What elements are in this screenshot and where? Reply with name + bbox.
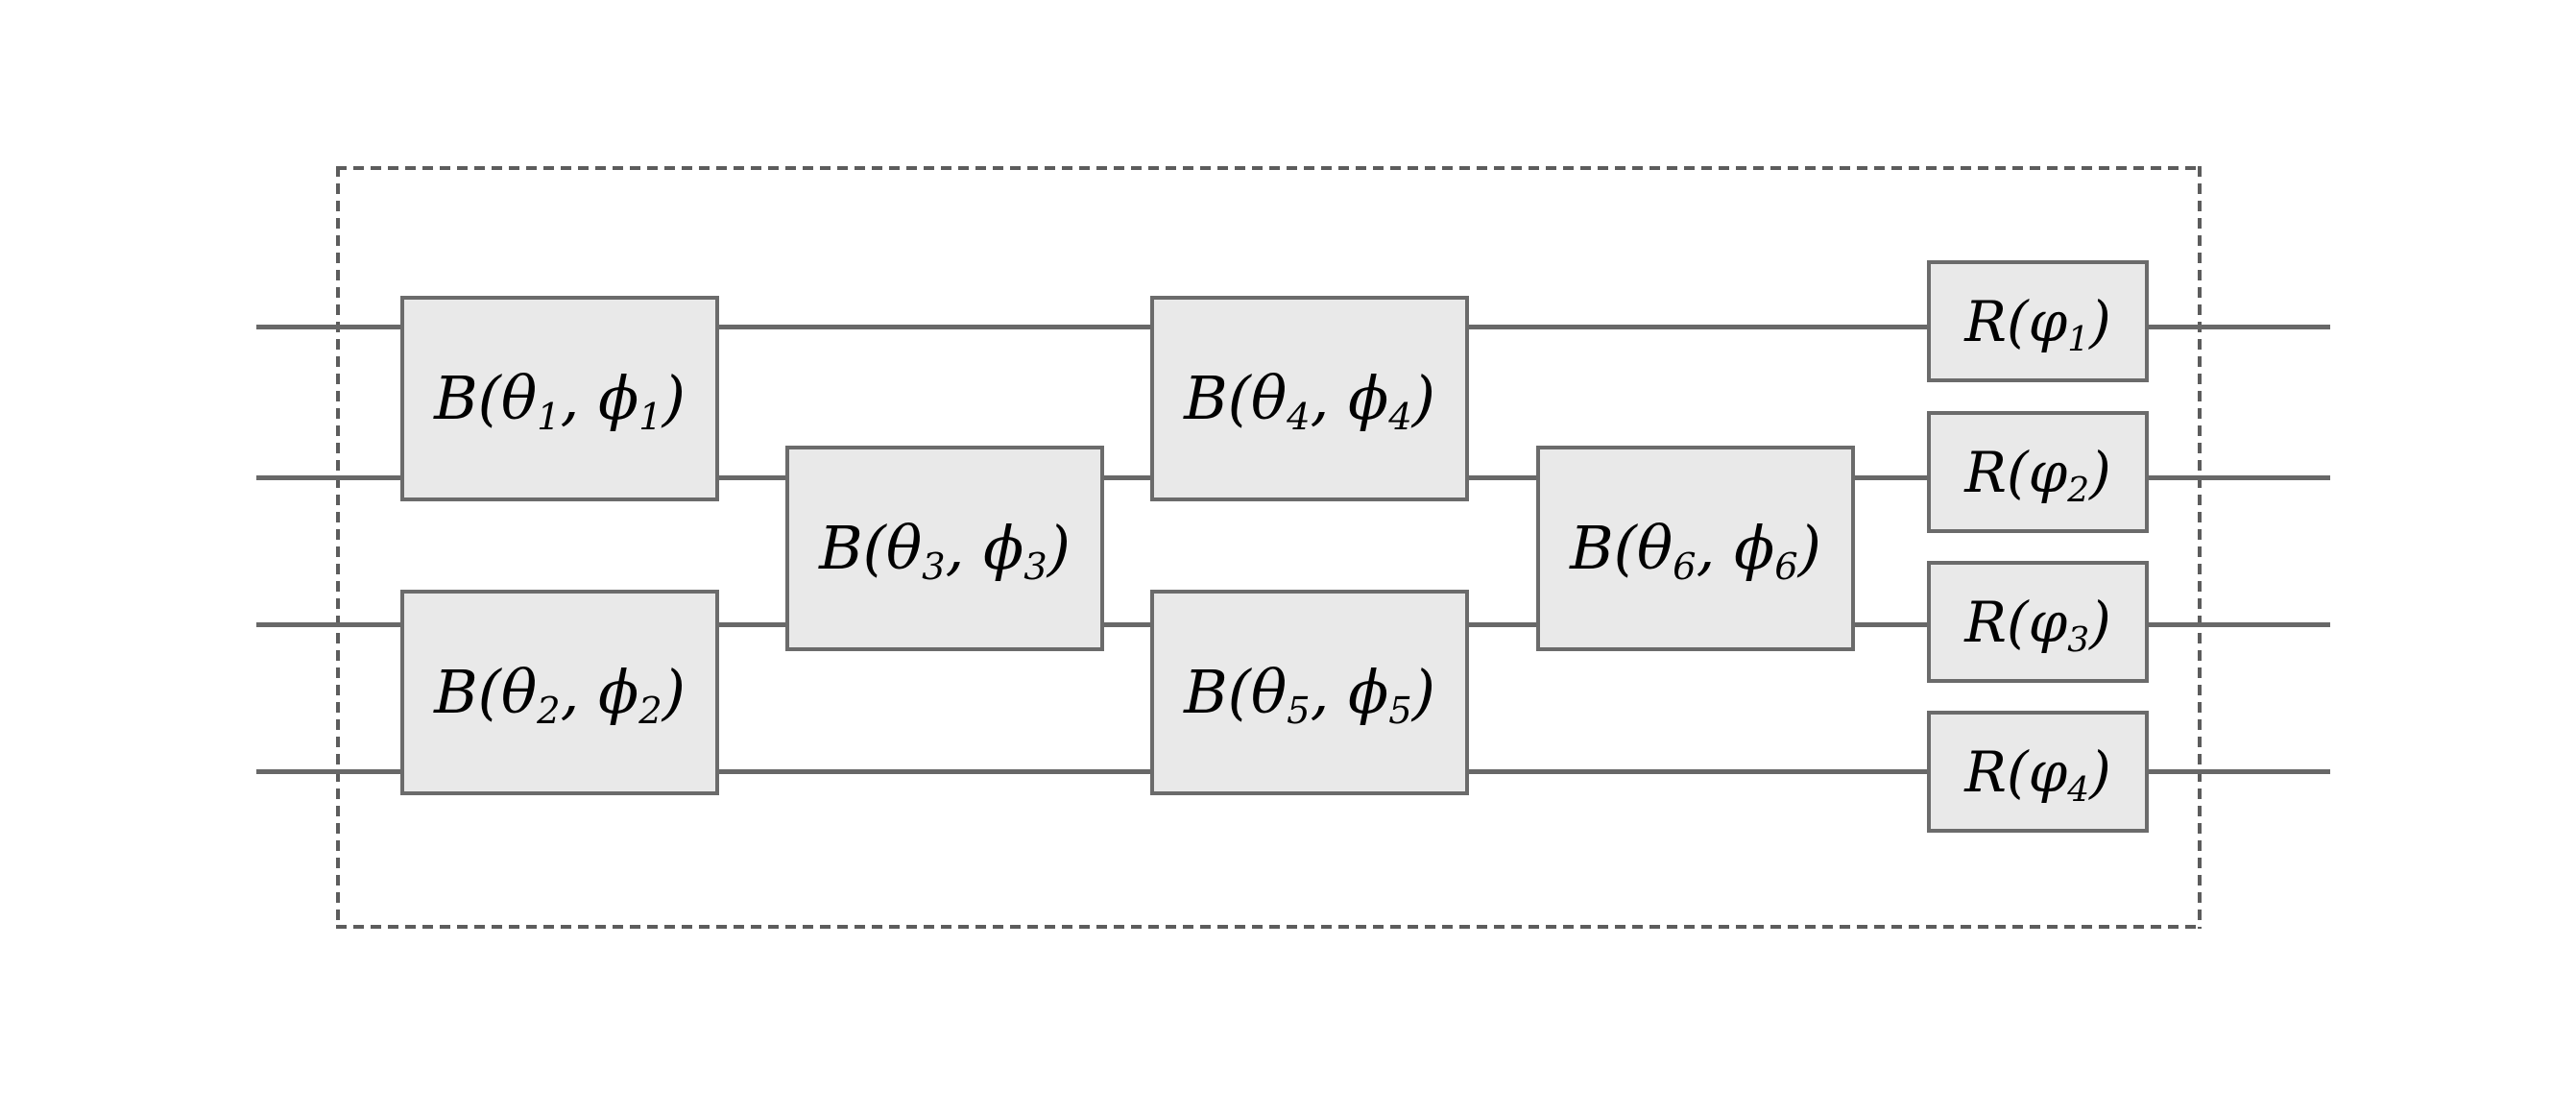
gate-label-B1: B(θ1, ϕ1): [434, 363, 686, 439]
gate-rotation-R3: R(φ3): [1927, 561, 2149, 683]
gate-label-B3: B(θ3, ϕ3): [819, 513, 1071, 589]
gate-rotation-R4: R(φ4): [1927, 711, 2149, 833]
dashed-boundary-left: [336, 166, 340, 929]
gate-beamsplitter-B1: B(θ1, ϕ1): [400, 296, 719, 501]
gate-label-B5: B(θ5, ϕ5): [1184, 657, 1435, 733]
gate-beamsplitter-B6: B(θ6, ϕ6): [1536, 446, 1855, 651]
gate-label-B6: B(θ6, ϕ6): [1570, 513, 1821, 589]
dashed-boundary-right: [2198, 166, 2202, 929]
gate-rotation-R1: R(φ1): [1927, 260, 2149, 382]
gate-label-R2: R(φ2): [1964, 439, 2111, 510]
gate-label-B2: B(θ2, ϕ2): [434, 657, 686, 733]
gate-beamsplitter-B3: B(θ3, ϕ3): [785, 446, 1104, 651]
dashed-boundary-top: [336, 166, 2202, 170]
dashed-boundary-bottom: [336, 925, 2202, 929]
gate-beamsplitter-B5: B(θ5, ϕ5): [1150, 590, 1469, 795]
gate-label-R1: R(φ1): [1964, 288, 2111, 359]
gate-beamsplitter-B4: B(θ4, ϕ4): [1150, 296, 1469, 501]
gate-label-B4: B(θ4, ϕ4): [1184, 363, 1435, 439]
gate-beamsplitter-B2: B(θ2, ϕ2): [400, 590, 719, 795]
gate-label-R4: R(φ4): [1964, 739, 2111, 810]
gate-label-R3: R(φ3): [1964, 589, 2111, 660]
gate-rotation-R2: R(φ2): [1927, 411, 2149, 533]
